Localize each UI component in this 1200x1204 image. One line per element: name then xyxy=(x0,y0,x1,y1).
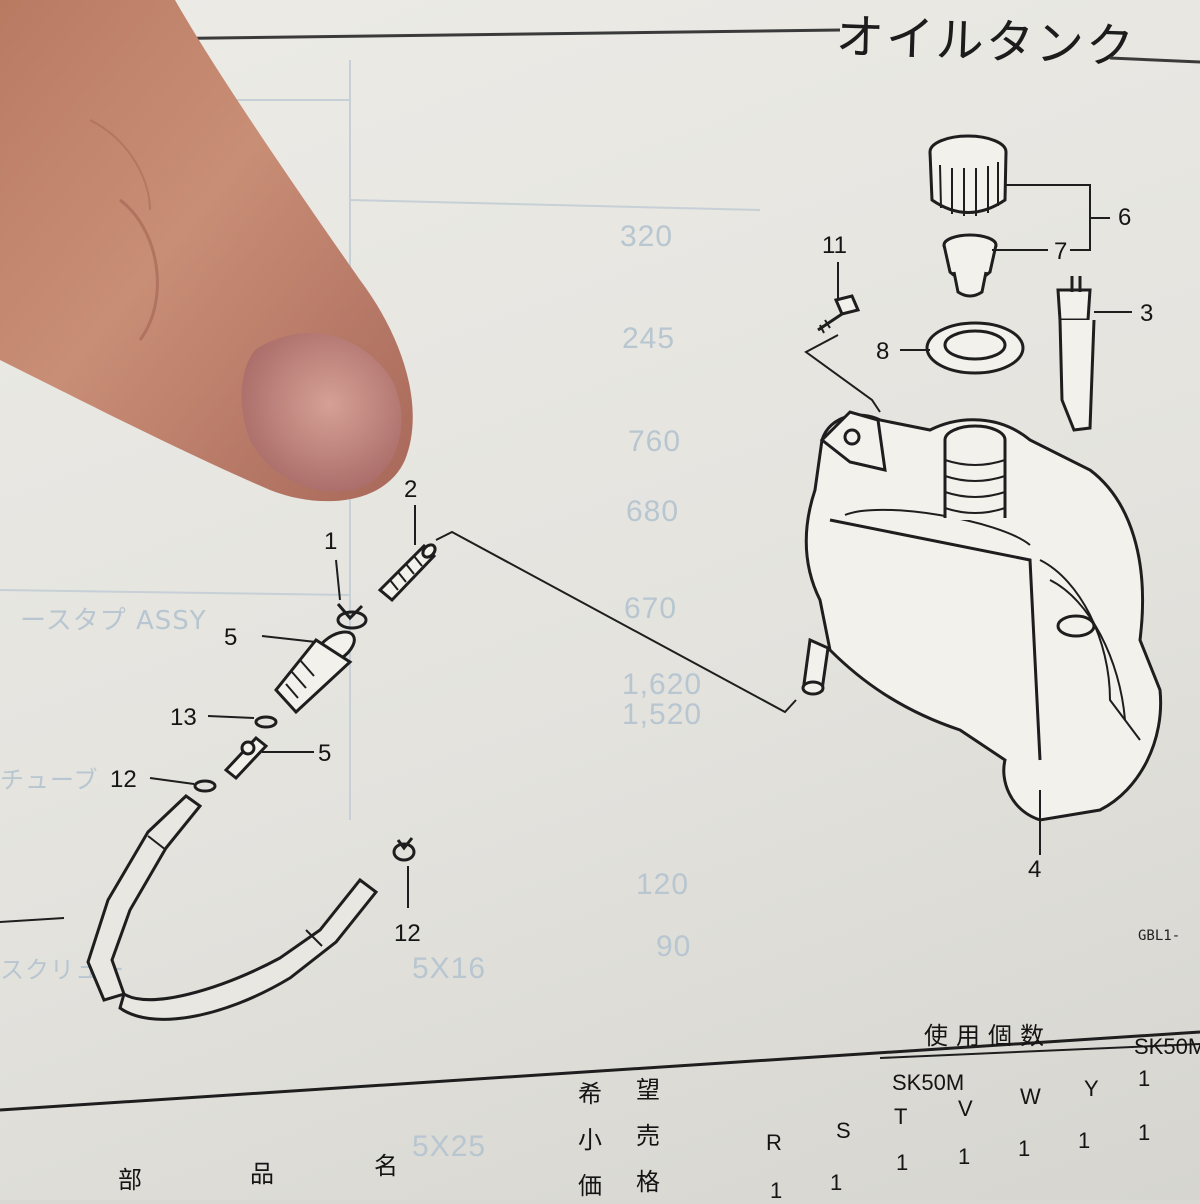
ghost-text: 320 xyxy=(620,220,674,253)
col-t: T xyxy=(894,1104,908,1129)
col-price-1: 価 xyxy=(578,1172,602,1200)
gasket-ring xyxy=(925,321,1025,375)
col-retail-2: 売 xyxy=(636,1122,660,1150)
col-v: V xyxy=(958,1096,973,1121)
part-name-2: 品 xyxy=(250,1160,274,1188)
drawing-code: GBL1- xyxy=(1138,928,1181,944)
callout-11: 11 xyxy=(822,232,847,259)
col-hope-1: 希 xyxy=(578,1080,602,1108)
col-1: 1 xyxy=(1138,1066,1151,1091)
callout-12-upper: 12 xyxy=(110,766,137,793)
ghost-text: 670 xyxy=(624,592,678,625)
col-s: S xyxy=(836,1118,851,1143)
part-name-3: 名 xyxy=(374,1152,398,1180)
cell-value: 1 xyxy=(1018,1136,1031,1161)
oil-hose xyxy=(86,794,379,1021)
tube-joint xyxy=(223,735,269,781)
small-clip xyxy=(254,715,278,729)
cell-value: 1 xyxy=(1138,1120,1151,1145)
part-name-1: 部 xyxy=(118,1166,142,1194)
ghost-text: 5X25 xyxy=(412,1130,487,1163)
joint xyxy=(377,543,437,603)
ghost-text: 245 xyxy=(622,322,676,355)
model-label: SK50M xyxy=(892,1070,965,1095)
ghost-text: ースタプ ASSY xyxy=(20,606,207,636)
bolt xyxy=(817,294,861,334)
hose-clip xyxy=(336,603,368,630)
callout-13: 13 xyxy=(170,704,197,731)
callout-2: 2 xyxy=(404,476,418,503)
model-label-right: SK50M xyxy=(1134,1034,1200,1059)
callout-3: 3 xyxy=(1140,300,1154,327)
callout-5: 5 xyxy=(318,740,332,767)
ghost-text: 680 xyxy=(626,495,680,528)
usage-count-header: 使用個数 xyxy=(924,1022,1052,1050)
col-price-2: 格 xyxy=(636,1168,660,1196)
callout-10: 5 xyxy=(224,624,238,651)
callout-6: 6 xyxy=(1118,204,1132,231)
col-hope-2: 望 xyxy=(636,1076,660,1104)
ghost-text: 90 xyxy=(656,930,692,963)
hose-boot xyxy=(274,630,356,715)
col-r: R xyxy=(766,1130,782,1155)
callout-12-lower: 12 xyxy=(394,920,421,947)
ghost-text: 760 xyxy=(628,425,682,458)
callout-8: 8 xyxy=(876,338,890,365)
cell-value: 1 xyxy=(896,1150,909,1175)
cell-value: 1 xyxy=(770,1178,783,1203)
callout-1: 1 xyxy=(324,528,338,555)
small-clip xyxy=(392,837,416,862)
cell-value: 1 xyxy=(1078,1128,1091,1153)
cell-value: 1 xyxy=(958,1144,971,1169)
col-y: Y xyxy=(1084,1076,1099,1101)
ghost-text: 5X16 xyxy=(412,952,487,985)
callout-4: 4 xyxy=(1028,856,1042,883)
oil-level-gauge xyxy=(1056,276,1096,432)
oil-tank xyxy=(801,410,1163,822)
ghost-text: 1,620 xyxy=(622,668,703,701)
col-w: W xyxy=(1020,1084,1041,1109)
small-clip xyxy=(193,779,217,793)
callout-7: 7 xyxy=(1054,238,1068,265)
ghost-text: チューブ xyxy=(0,766,99,794)
oil-cap xyxy=(928,134,1008,216)
ghost-text: 1,520 xyxy=(622,698,703,731)
oil-strainer xyxy=(942,233,998,298)
col-retail-1: 小 xyxy=(578,1126,602,1154)
ghost-text: 120 xyxy=(636,868,690,901)
cell-value: 1 xyxy=(830,1170,843,1195)
